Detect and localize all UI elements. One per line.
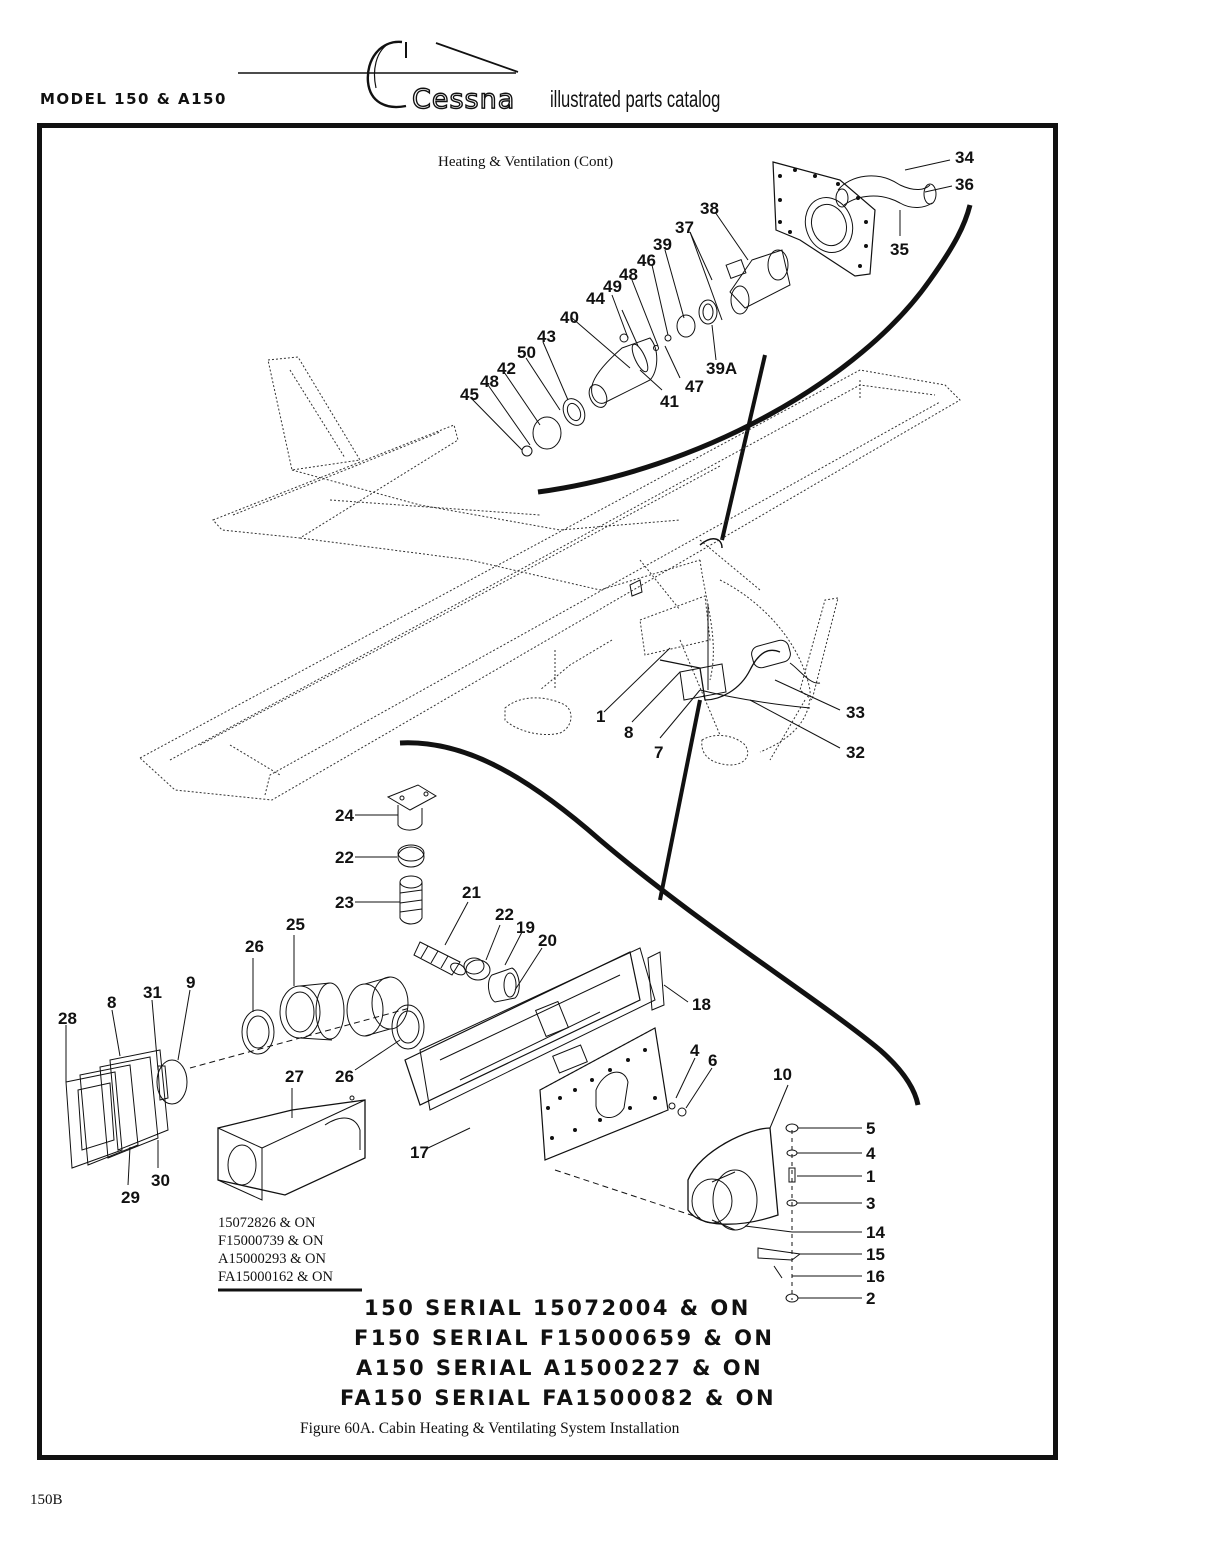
callout-8-mid: 8: [624, 723, 633, 742]
callout-1-lower: 1: [866, 1167, 875, 1186]
callout-37: 37: [675, 218, 694, 237]
callout-26-upper: 26: [245, 937, 264, 956]
callout-25: 25: [286, 915, 305, 934]
callout-22-upper: 22: [335, 848, 354, 867]
callout-43: 43: [537, 327, 556, 346]
figure-caption: Figure 60A. Cabin Heating & Ventilating …: [300, 1420, 680, 1437]
callout-33: 33: [846, 703, 865, 722]
callout-45: 45: [460, 385, 479, 404]
callout-16: 16: [866, 1267, 885, 1286]
effectivity-line: FA15000162 & ON: [218, 1269, 333, 1285]
serial-line-fa150: FA150 SERIAL FA1500082 & ON: [340, 1386, 777, 1410]
callout-38: 38: [700, 199, 719, 218]
model-header: MODEL 150 & A150: [40, 90, 227, 108]
callout-14: 14: [866, 1223, 885, 1242]
figure-frame: [37, 123, 1058, 1460]
callout-6: 6: [708, 1051, 717, 1070]
callout-17: 17: [410, 1143, 429, 1162]
callout-46: 46: [637, 251, 656, 270]
callout-18: 18: [692, 995, 711, 1014]
serial-line-f150: F150 SERIAL F15000659 & ON: [354, 1326, 775, 1350]
callout-3: 3: [866, 1194, 875, 1213]
callout-19: 19: [516, 918, 535, 937]
callout-7: 7: [654, 743, 663, 762]
callout-47: 47: [685, 377, 704, 396]
effectivity-note: 15072826 & ON F15000739 & ON A15000293 &…: [218, 1214, 333, 1286]
callout-23: 23: [335, 893, 354, 912]
callout-31: 31: [143, 983, 162, 1002]
callout-44: 44: [586, 289, 605, 308]
callout-27: 27: [285, 1067, 304, 1086]
callout-39A: 39A: [706, 359, 737, 378]
callout-15: 15: [866, 1245, 885, 1264]
callout-20: 20: [538, 931, 557, 950]
callout-22-lower: 22: [495, 905, 514, 924]
callout-39: 39: [653, 235, 672, 254]
callout-34: 34: [955, 148, 974, 167]
callout-28: 28: [58, 1009, 77, 1028]
callout-36: 36: [955, 175, 974, 194]
figure-subtitle: Heating & Ventilation (Cont): [438, 154, 614, 170]
callout-42: 42: [497, 359, 516, 378]
callout-48-lower: 48: [480, 372, 499, 391]
callout-24: 24: [335, 806, 354, 825]
callout-49: 49: [603, 277, 622, 296]
callout-48-upper: 48: [619, 265, 638, 284]
callout-5: 5: [866, 1119, 875, 1138]
callout-9: 9: [186, 973, 195, 992]
callout-50: 50: [517, 343, 536, 362]
callout-29: 29: [121, 1188, 140, 1207]
callout-40: 40: [560, 308, 579, 327]
callout-4-upper: 4: [690, 1041, 700, 1060]
callout-41: 41: [660, 392, 679, 411]
effectivity-line: 15072826 & ON: [218, 1215, 316, 1231]
brand-wordmark: Cessna: [411, 83, 516, 115]
effectivity-line: F15000739 & ON: [218, 1233, 324, 1249]
serial-line-a150: A150 SERIAL A1500227 & ON: [356, 1356, 764, 1380]
callout-10: 10: [773, 1065, 792, 1084]
cessna-logo: [230, 30, 540, 120]
callout-21: 21: [462, 883, 481, 902]
callout-8-lower: 8: [107, 993, 116, 1012]
serial-line-150: 150 SERIAL 15072004 & ON: [364, 1296, 751, 1320]
callout-2: 2: [866, 1289, 875, 1308]
callout-26-lower: 26: [335, 1067, 354, 1086]
effectivity-line: A15000293 & ON: [218, 1251, 326, 1267]
page-number: 150B: [30, 1492, 63, 1508]
callout-32: 32: [846, 743, 865, 762]
callout-35: 35: [890, 240, 909, 259]
catalog-title: illustrated parts catalog: [550, 86, 721, 112]
callout-30: 30: [151, 1171, 170, 1190]
callout-1-mid: 1: [596, 707, 605, 726]
callout-4-lower: 4: [866, 1144, 876, 1163]
